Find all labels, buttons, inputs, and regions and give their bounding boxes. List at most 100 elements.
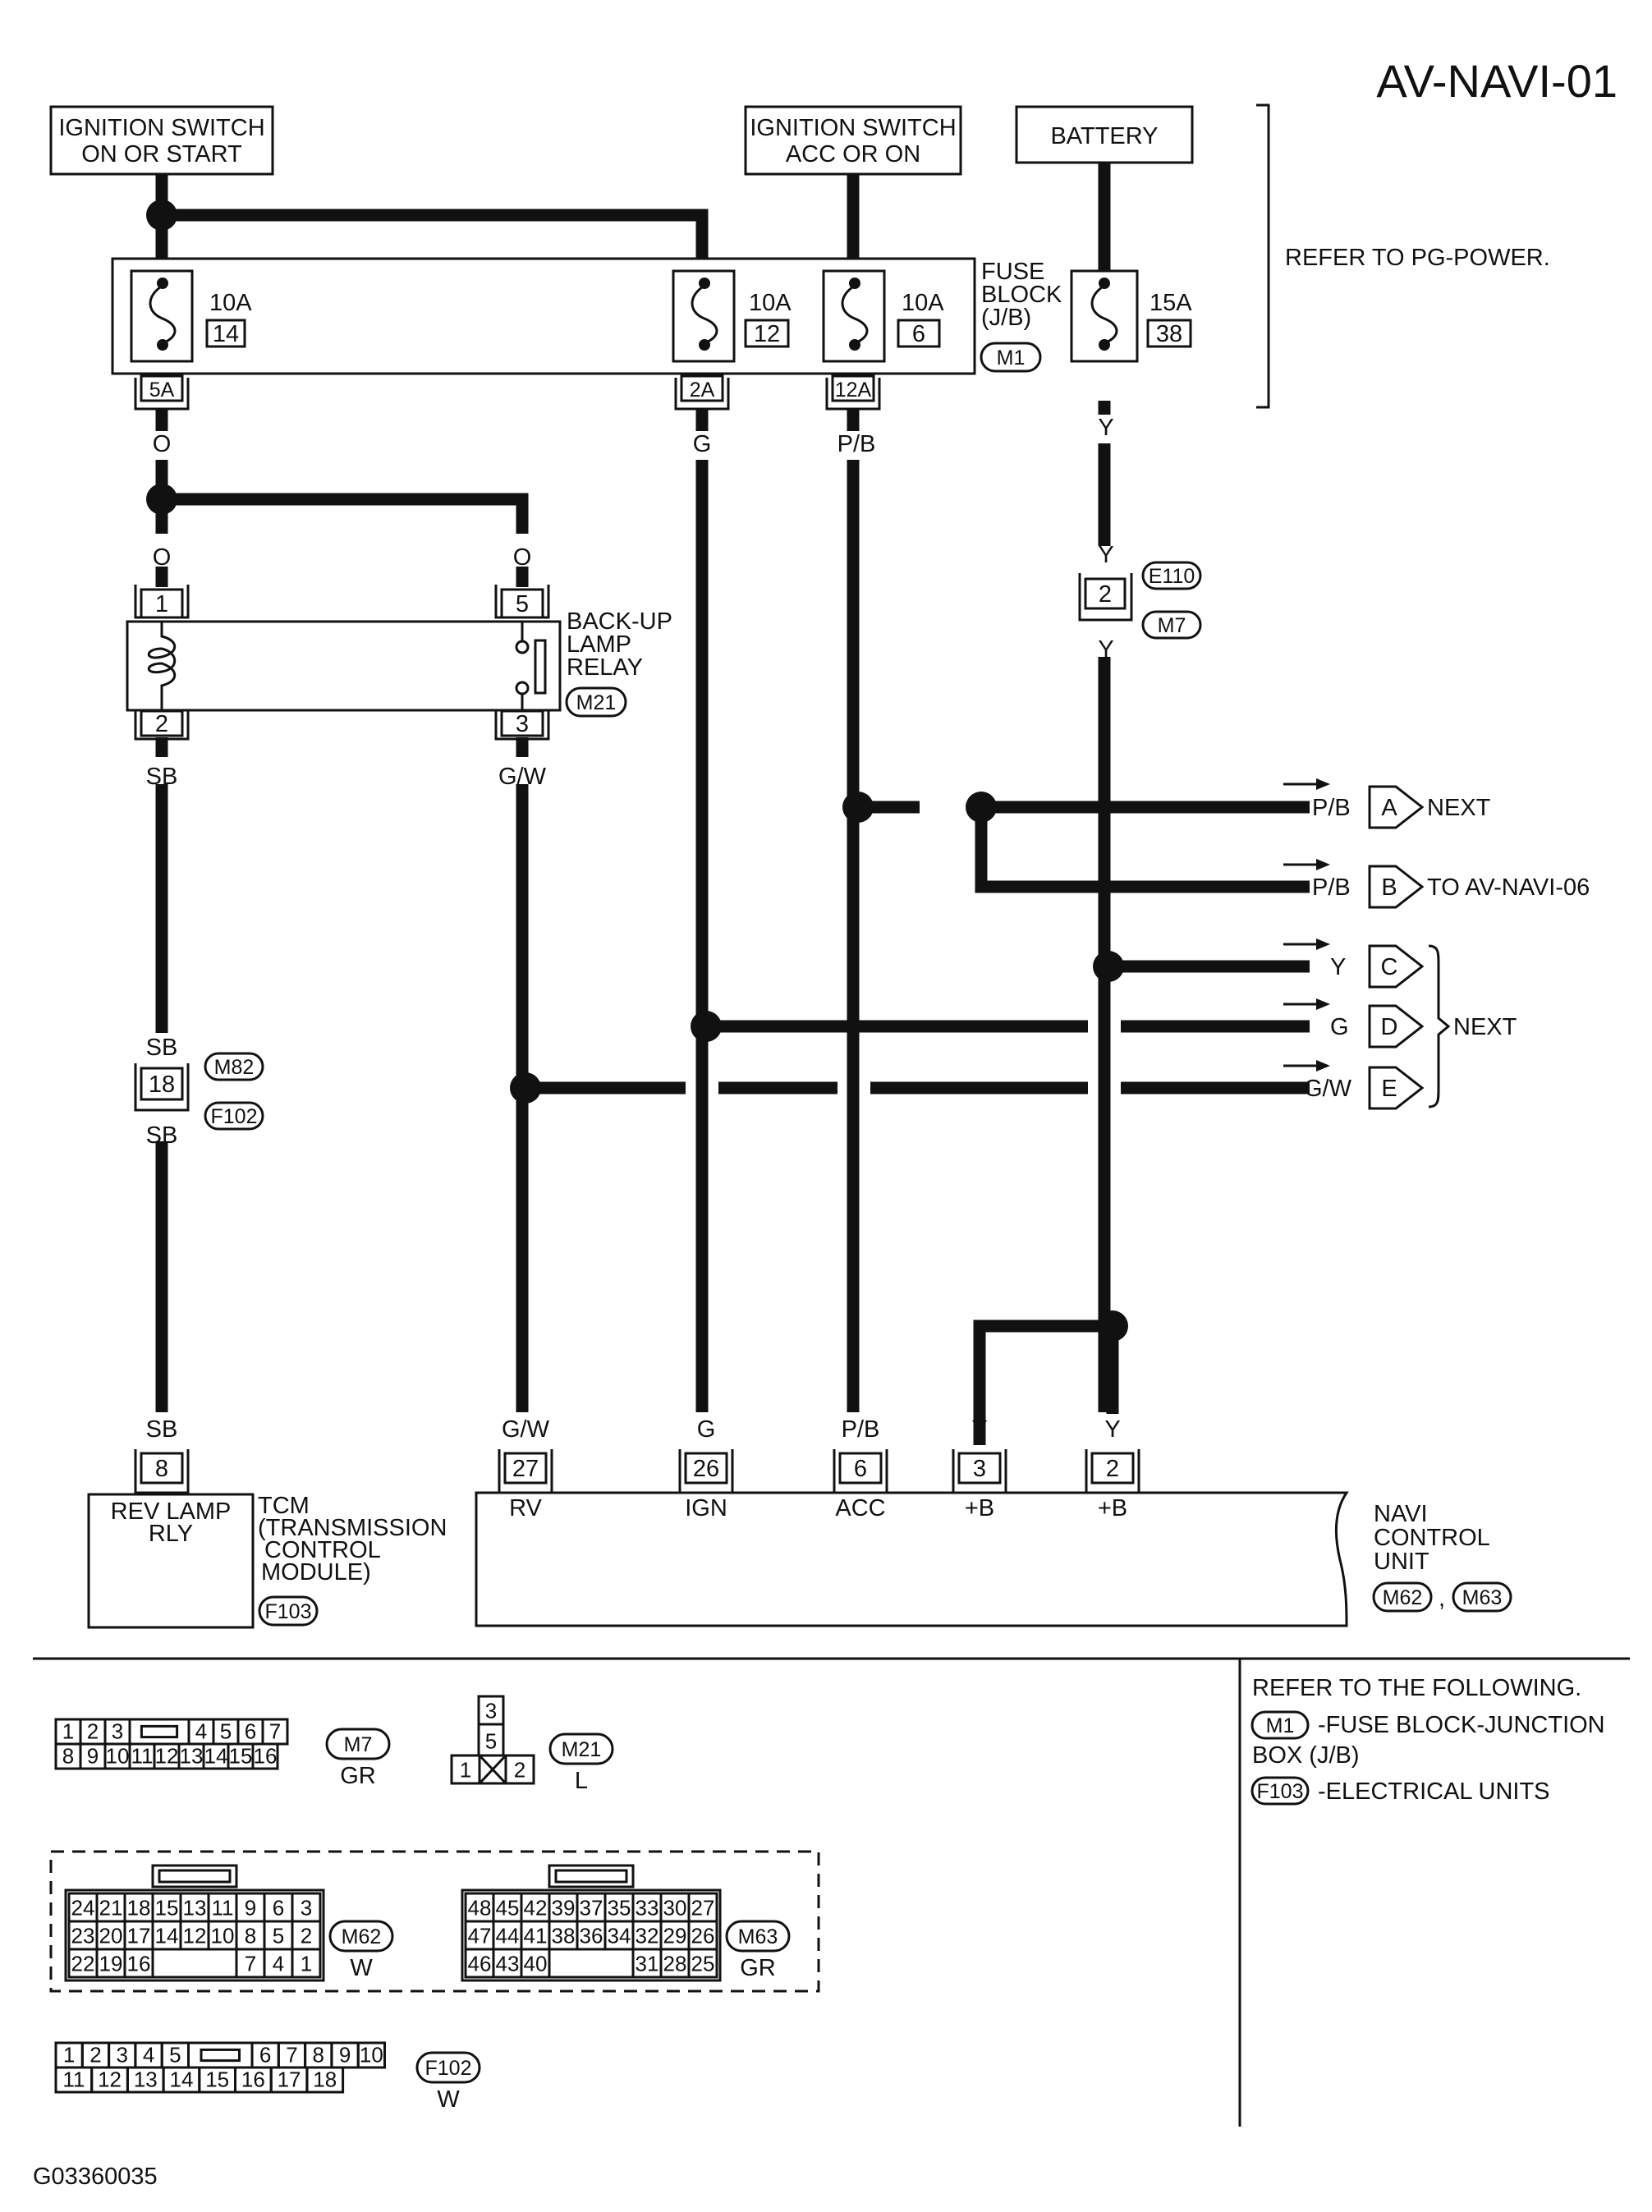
refer-item-1-conn: M1 [1266,1714,1295,1737]
navi-pin-26-name: IGN [685,1495,727,1521]
fuse-14: 10A 14 [130,269,252,363]
f102-cavity [356,2041,387,2069]
m21-pin-label: 1 [460,1758,471,1783]
output-b-label: TO AV-NAVI-06 [1427,874,1590,901]
m7-pin-label: 3 [112,1719,123,1743]
tcm-label-4: MODULE) [261,1559,371,1586]
refer-item-1-text: -FUSE BLOCK-JUNCTION [1318,1712,1605,1738]
m62-pin-label: 2 [301,1924,312,1948]
m7-pin-label: 8 [62,1743,74,1768]
ignition-acc-on-source: IGNITION SWITCH ACC OR ON [744,105,962,176]
m7-cavity-blank [128,1718,190,1746]
relay-pin-3: 3 [516,711,529,737]
wire-label-g-2: G [697,1416,716,1443]
f102-pin-label: 17 [278,2067,301,2091]
m62-pin-label: 21 [99,1896,123,1921]
fuse-14-amp: 10A [209,290,252,316]
fuse-block-label-2: BLOCK [981,282,1062,308]
relay-pin-5: 5 [516,591,529,617]
m62-pin-label: 9 [245,1896,256,1921]
ign-acc-on-line2: ACC OR ON [786,141,920,168]
m62-pin-label: 19 [99,1952,123,1976]
wire-label-gw-1: G/W [498,764,547,790]
m62-id-text: M62 [342,1925,382,1948]
m63-lock [548,1864,635,1888]
m63-pin-label: 47 [468,1924,492,1948]
refer-pg-power: REFER TO PG-POWER. [1285,245,1550,271]
m63-pin-label: 35 [608,1896,631,1921]
wire-label-y-5: Y [1104,1416,1120,1443]
m7-pin-label: 7 [269,1719,281,1743]
m21-color: L [575,1768,588,1794]
m62-cavity [291,1948,322,1979]
m63-outline [461,1888,722,1982]
navi-label-3: UNIT [1374,1549,1429,1575]
m7-color: GR [340,1763,376,1789]
wire-label-g-1: G [693,431,712,457]
terminal-5a: 5A [149,379,175,402]
m7-lock-tab [140,1724,179,1739]
m63-pin-label: 48 [468,1896,492,1921]
m63-pin-label: 25 [691,1952,715,1976]
f102-pin-label: 9 [339,2042,351,2067]
m62-lock [151,1864,238,1888]
f102-pin-label: 3 [117,2042,128,2067]
relay-pin-1: 1 [155,591,168,617]
f102-cavity-blank [187,2041,254,2069]
relay-label-1: BACK-UP [567,608,672,635]
battery-source: BATTERY [1015,105,1194,164]
m63-pin-label: 43 [496,1952,520,1976]
m7-pin-label: 10 [106,1743,130,1768]
m63-pin-label: 46 [468,1952,492,1976]
relay-label-2: LAMP [567,631,631,658]
m63-pin-label: 30 [663,1896,687,1921]
ign-acc-on-line1: IGNITION SWITCH [750,115,956,141]
f102-id-badge [415,2051,481,2084]
m62-pin-label: 12 [183,1924,207,1948]
f102-pin-label: 16 [241,2067,265,2091]
e110-label: E110 [1149,565,1195,588]
tcm-label-2: (TRANSMISSION [258,1515,447,1541]
navi-connector-m63: M63 [1462,1586,1503,1609]
navi-pin-27: 27 [512,1456,539,1482]
m7-pin-label: 16 [254,1743,278,1768]
m63-pin-label: 34 [608,1924,631,1948]
output-b-letter: B [1381,874,1397,901]
m63-pin-label: 32 [636,1924,659,1948]
wire-label-y-4: Y [971,1416,987,1443]
m63-pin-label: 36 [580,1924,603,1948]
f102-pin-label: 1 [63,2042,75,2067]
f102-pin-label: 10 [360,2042,383,2067]
e110-pin: 2 [1099,581,1112,608]
m62-pin-label: 17 [127,1924,151,1948]
m7-pin-label: 5 [220,1719,232,1743]
navi-connector-sep: , [1439,1586,1445,1612]
m63-pin-label: 29 [663,1924,687,1948]
m62-pin-label: 1 [301,1952,312,1976]
m7-pin-label: 15 [229,1743,253,1768]
f102-pin-label: 12 [98,2067,122,2091]
navi-label-1: NAVI [1374,1501,1428,1527]
output-cde-label: NEXT [1453,1014,1517,1040]
wire-label-o-3: O [513,544,532,571]
m63-pin-label: 38 [552,1924,576,1948]
m63-pin-label: 41 [524,1924,548,1948]
f102-pin-label: 14 [169,2067,193,2091]
m62-pin-label: 14 [155,1924,179,1948]
m62-pin-label: 7 [245,1952,256,1976]
backup-lamp-relay: 1 5 2 3 BACK-UP LAMP RELAY M21 [126,585,672,741]
m62-pin-label: 3 [301,1896,312,1921]
f102-id-text: F102 [425,2057,472,2080]
m82-f102-connector: SB 18 SB M82 F102 [134,1035,264,1149]
m7-pin-label: 4 [195,1719,207,1743]
m62-pin-label: 15 [155,1896,179,1921]
m21-pin-label: 2 [514,1758,525,1783]
f102-pin-label: 18 [313,2067,337,2091]
fuse-6-amp: 10A [902,290,944,316]
m7-pin-label: 11 [131,1743,154,1768]
tcm-inside-1: REV LAMP [111,1498,232,1525]
output-e-letter: E [1381,1076,1397,1102]
fuse-block-label-1: FUSE [981,259,1044,285]
